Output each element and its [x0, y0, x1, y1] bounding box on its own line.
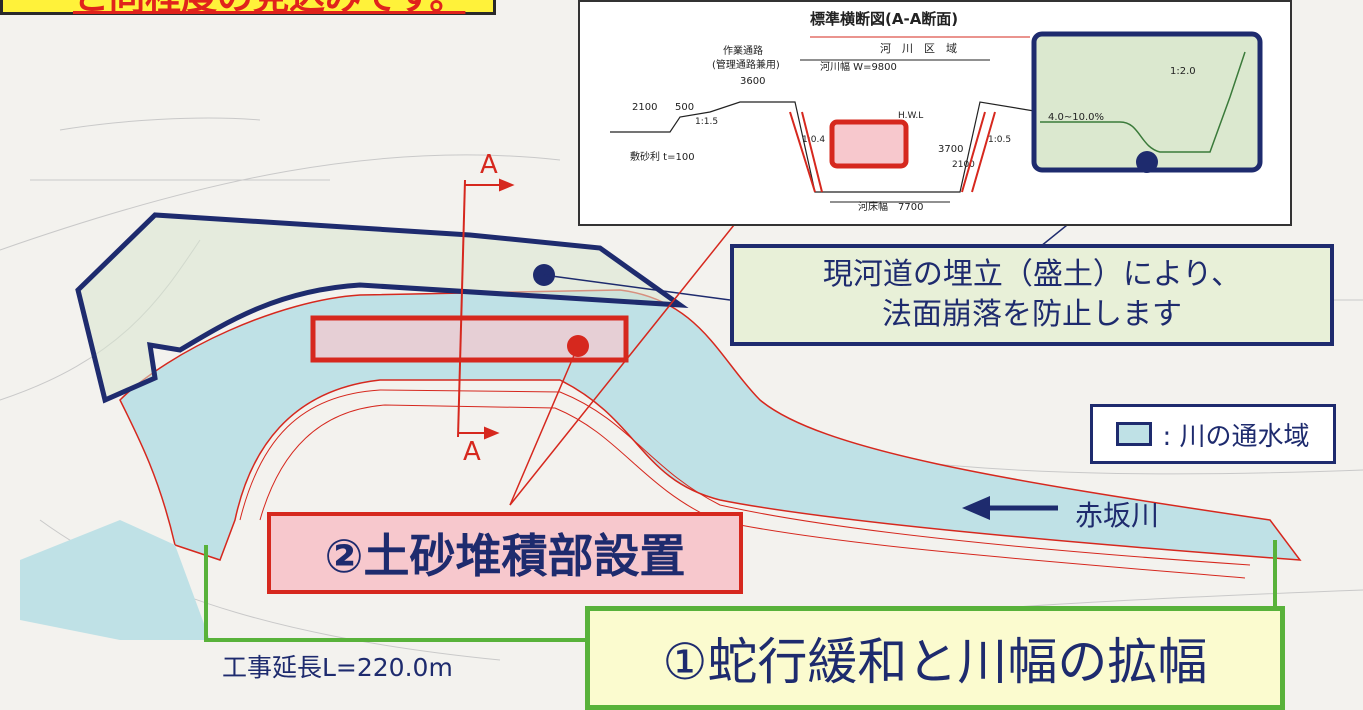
section-fill-highlight	[829, 119, 909, 169]
work-road-sub-label: (管理通路兼用)	[712, 58, 780, 71]
river-width-label: 河川幅 W=9800	[820, 60, 897, 73]
gravel-label: 敷砂利 t=100	[630, 150, 695, 163]
cross-section-inset: 標準横断図(A-A断面) 河 川 区 域 作業通路 (管理通路兼用) 3600 …	[578, 0, 1292, 226]
cross-section-drawing: 標準横断図(A-A断面) 河 川 区 域 作業通路 (管理通路兼用) 3600 …	[610, 10, 1263, 213]
section-a-bottom-label: A	[463, 437, 481, 467]
slope-detail-panel	[1031, 31, 1263, 173]
landfill-area-outline	[75, 212, 689, 404]
top-banner: と同程度の見込みです。	[0, 0, 496, 18]
slope-1-05: 1:0.5	[988, 135, 1011, 145]
slope-1-15: 1:1.5	[695, 117, 718, 127]
sediment-label: ②土砂堆積部設置	[324, 529, 686, 583]
meander-label-box: ①蛇行緩和と川幅の拡幅	[585, 606, 1285, 710]
landfill-callout: 現河道の埋立（盛土）により、 法面崩落を防止します	[730, 244, 1334, 346]
landfill-leader-line	[543, 274, 731, 301]
section-title: 標準横断図(A-A断面)	[810, 10, 958, 28]
river-zone-label: 河 川 区 域	[880, 42, 957, 55]
meander-label: ①蛇行緩和と川幅の拡幅	[662, 633, 1208, 691]
banner-text: と同程度の見込みです。	[73, 0, 465, 20]
left-bank-hatching	[789, 111, 823, 193]
work-length-label: 工事延長L=220.0m	[222, 653, 453, 682]
legend-label: : 川の通水域	[1162, 421, 1310, 452]
work-road-label: 作業通路	[723, 44, 763, 57]
callout-line-1: 現河道の埋立（盛土）により、	[822, 257, 1242, 292]
flow-arrow-icon	[962, 496, 1058, 520]
hwl-label: H.W.L	[898, 111, 923, 121]
dim-3600: 3600	[740, 76, 765, 87]
dim-3700: 3700	[938, 144, 963, 155]
slope-detail-marker	[1136, 151, 1158, 173]
dim-500: 500	[675, 102, 694, 113]
bed-width-label: 河床幅 7700	[858, 200, 923, 213]
right-bank-hatching	[961, 111, 996, 193]
dim-2100: 2100	[632, 102, 657, 113]
callout-line-2: 法面崩落を防止します	[882, 297, 1182, 332]
section-line-a	[457, 178, 515, 440]
slope-detail-profile	[1040, 51, 1246, 153]
sediment-leader-line-1	[509, 345, 579, 506]
sediment-label-box: ②土砂堆積部設置	[267, 512, 743, 594]
ground-profile-line	[610, 101, 1041, 193]
slope-detail-pct: 4.0~10.0%	[1048, 112, 1104, 123]
section-a-top-label: A	[480, 150, 498, 180]
dim-2100b: 2100	[952, 160, 975, 170]
legend-box: : 川の通水域	[1090, 404, 1336, 464]
slope-1-04: 1:0.4	[802, 135, 825, 145]
slope-detail-ratio: 1:2.0	[1170, 66, 1196, 77]
legend-water-swatch	[1116, 422, 1153, 446]
embankment-hatching	[239, 389, 1251, 579]
river-name-label: 赤坂川	[1075, 499, 1160, 532]
river-downstream-area	[20, 520, 210, 640]
